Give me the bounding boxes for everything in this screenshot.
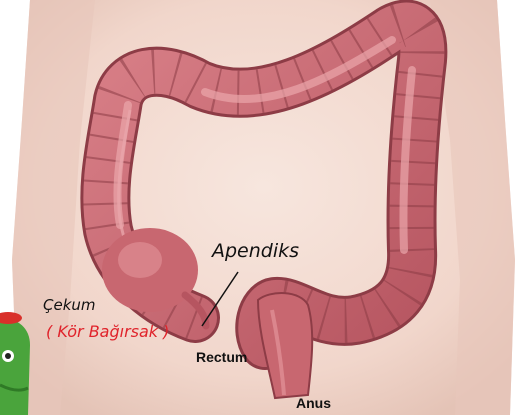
- label-rectum: Rectum: [196, 349, 247, 365]
- label-apendiks: Apendiks: [212, 240, 299, 262]
- label-cekum: Çekum: [43, 296, 96, 314]
- label-kor-bagirsak: ( Kör Bağırsak ): [46, 322, 169, 341]
- label-anus: Anus: [296, 395, 331, 411]
